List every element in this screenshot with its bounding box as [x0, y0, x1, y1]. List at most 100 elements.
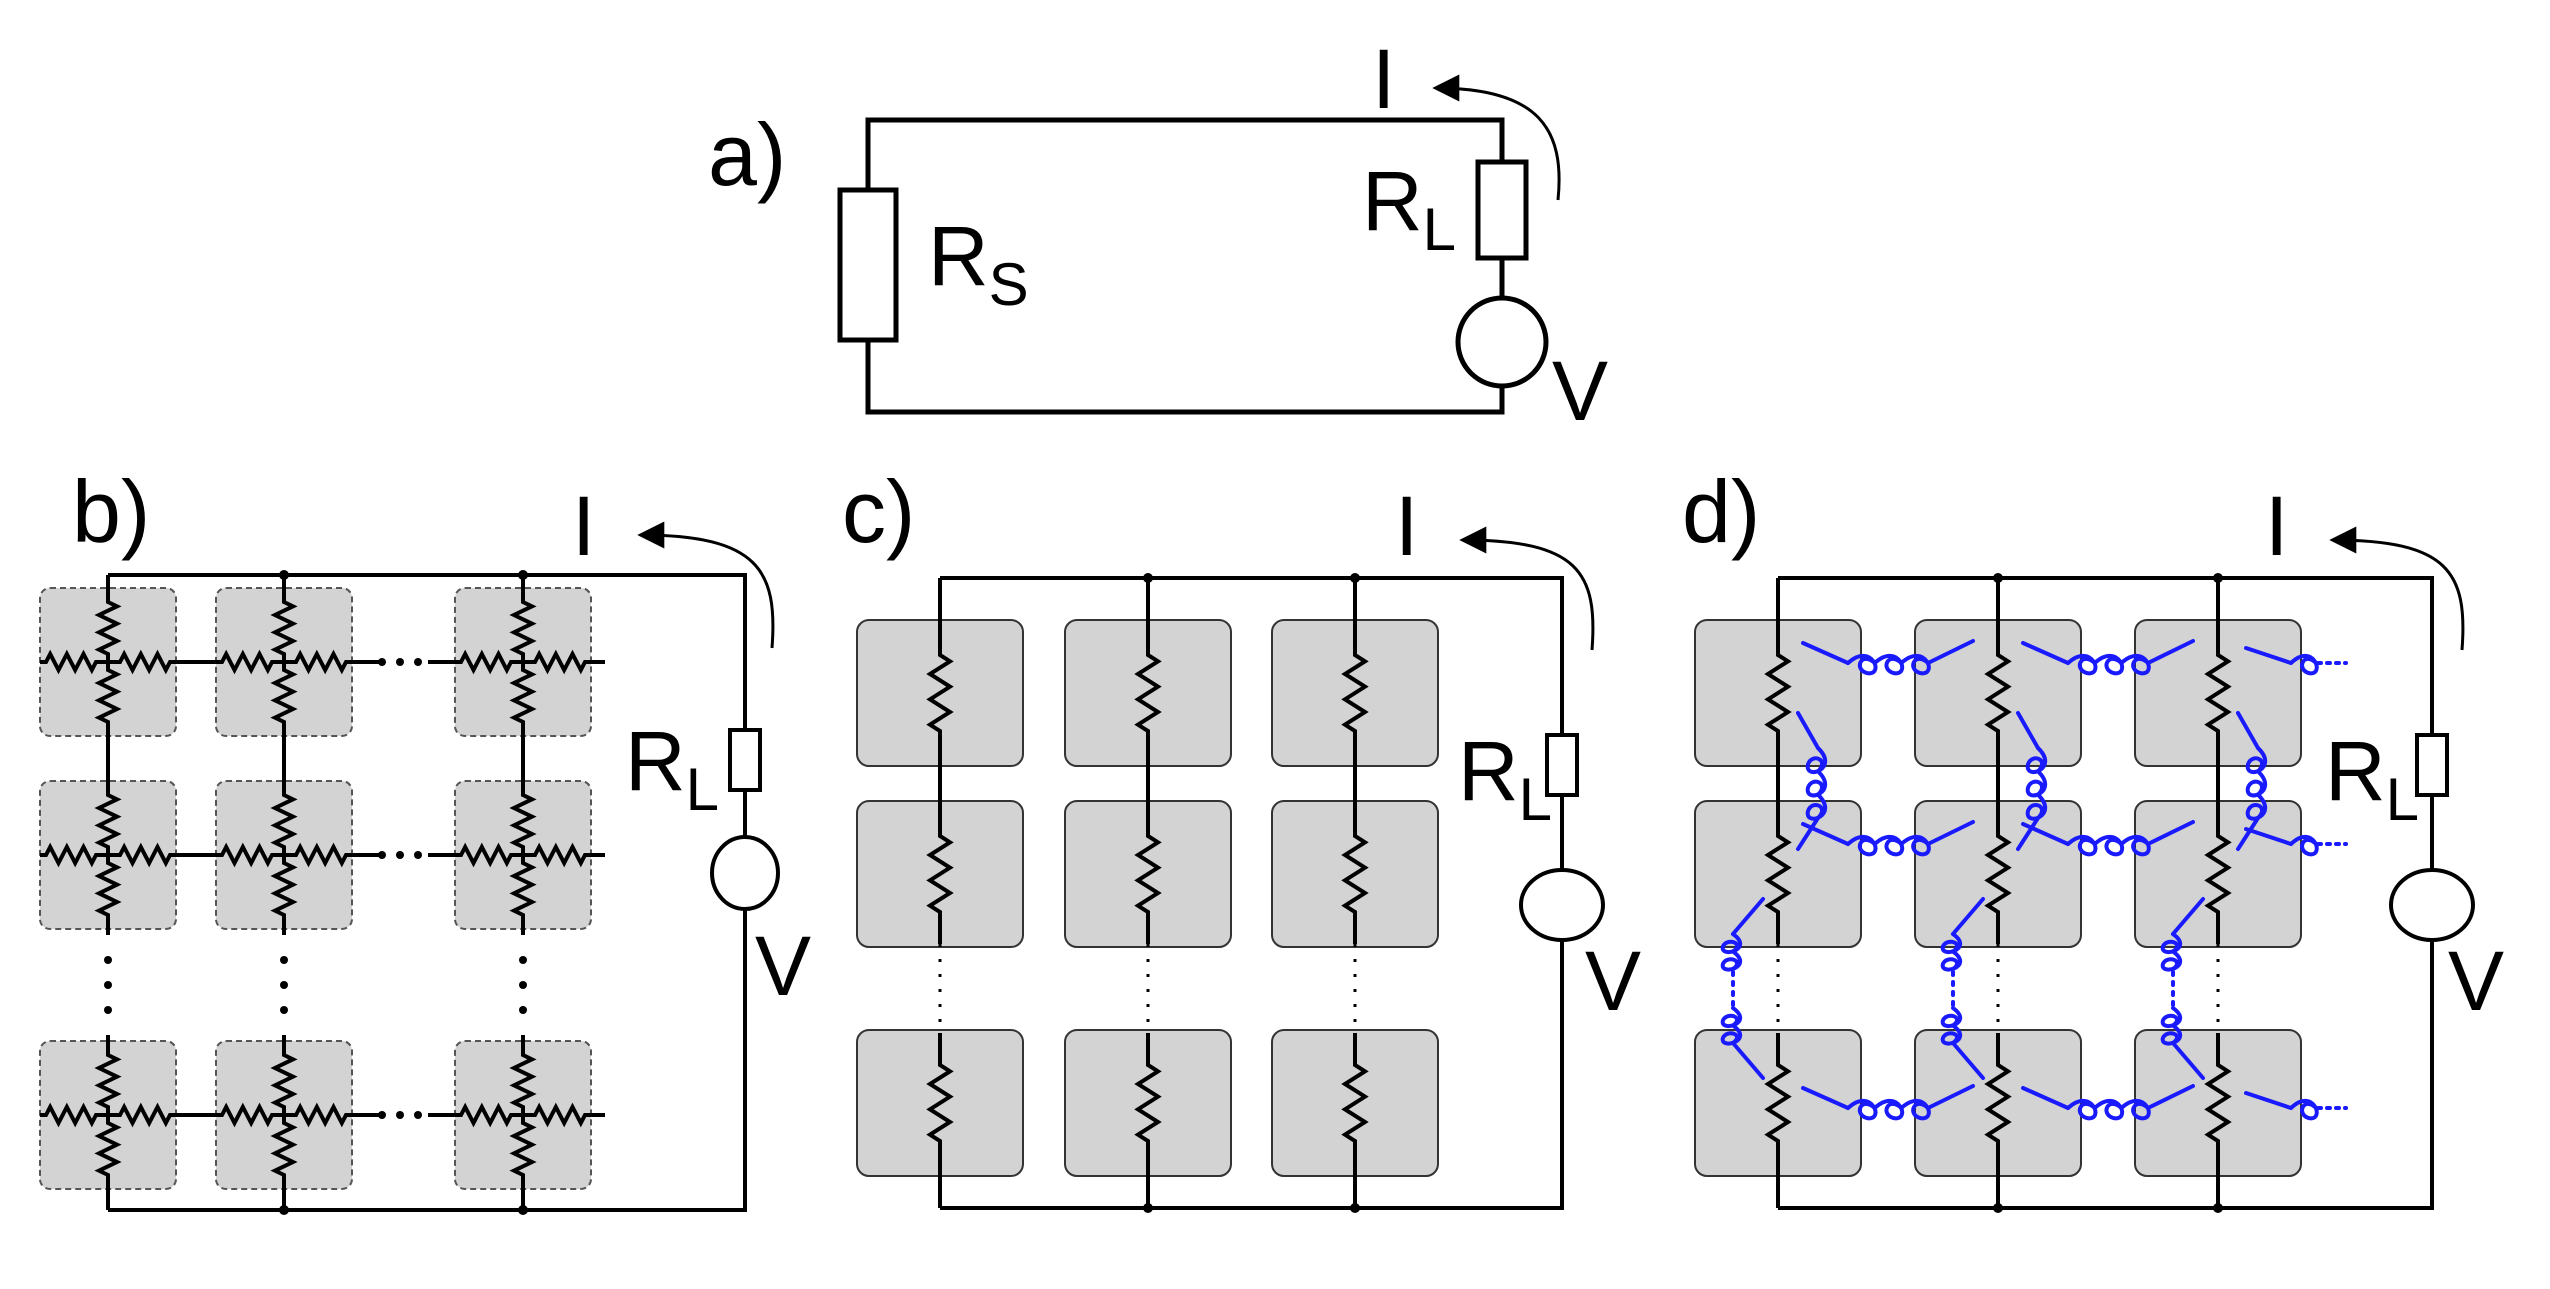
load-symbol: R — [2325, 724, 2386, 818]
voltage-label: V — [1585, 934, 1641, 1028]
panel-a: a) RS RL I V — [708, 32, 1608, 438]
resistor-strings — [926, 573, 1369, 1213]
current-arrow — [637, 521, 775, 649]
resistor-string — [1984, 578, 2012, 1208]
load-resistor — [2415, 733, 2449, 797]
load-subscript: L — [1423, 196, 1456, 263]
inductor-coil — [2160, 932, 2183, 972]
coupling-lead — [1926, 820, 1975, 846]
coupling-lead — [2236, 816, 2260, 851]
inductor-coil — [1846, 653, 1931, 676]
coupling-lead — [2016, 816, 2040, 851]
voltage-source — [1455, 295, 1549, 389]
inductor-coil — [2245, 746, 2268, 821]
coupling-lead — [2016, 711, 2040, 750]
coupling-lead — [2146, 820, 2195, 846]
load-symbol: R — [625, 714, 686, 808]
panel-b: b) RL I V — [39, 462, 811, 1215]
coupling-lead — [1926, 639, 1975, 665]
coupling-lead — [1731, 897, 1765, 936]
voltage-label: V — [2448, 934, 2504, 1028]
inductor-coil — [1940, 932, 1963, 972]
inductor-coil — [2160, 1006, 2183, 1046]
coupling-lead — [1731, 1041, 1765, 1080]
resistor-network — [40, 570, 605, 1215]
inductor-coil — [1940, 1006, 1963, 1046]
ellipsis-dot — [396, 851, 404, 859]
resistor-string — [1764, 578, 1792, 1208]
inductor-coil — [1846, 834, 1931, 857]
inductor-coil — [1846, 1098, 1931, 1121]
horizontal-chain — [40, 649, 605, 675]
ellipsis-dot — [280, 981, 288, 989]
load-symbol: R — [1458, 724, 1519, 818]
inductor-coil — [2066, 834, 2151, 857]
load-resistor — [728, 728, 762, 792]
current-label: I — [2265, 479, 2288, 573]
ellipsis-dot — [519, 1006, 527, 1014]
ellipsis-dot — [104, 981, 112, 989]
coupling-lead — [2236, 711, 2260, 750]
coupling-lead — [2244, 827, 2293, 846]
coupling-lead — [1796, 711, 1820, 750]
source-resistor — [837, 187, 899, 343]
current-arrow — [1459, 526, 1595, 651]
panel-c-external-circuit — [940, 526, 1605, 1210]
horizontal-chain — [40, 1102, 605, 1128]
ellipsis-dot — [396, 658, 404, 666]
voltage-label: V — [1552, 344, 1608, 438]
voltage-label: V — [755, 919, 811, 1013]
svg-text:RL: RL — [1362, 154, 1456, 263]
coupling-lead — [2171, 1041, 2205, 1080]
panel-b-external-circuit — [108, 521, 780, 1212]
ellipsis-dot — [414, 1111, 422, 1119]
ellipsis-dot — [104, 956, 112, 964]
current-arrow — [2329, 526, 2465, 651]
inductive-coupling — [1720, 639, 2348, 1121]
coupling-lead — [2171, 897, 2205, 936]
coupling-lead — [2021, 641, 2070, 665]
coupling-lead — [2146, 639, 2195, 665]
inductor-coil — [1805, 746, 1828, 821]
resistor-string — [1341, 578, 1369, 1208]
ellipsis-dot — [414, 851, 422, 859]
coupling-lead — [1951, 1041, 1985, 1080]
coupling-lead — [1796, 816, 1820, 851]
ellipsis-dot — [280, 956, 288, 964]
resistor-string — [2204, 578, 2232, 1208]
resistor-strings — [1764, 573, 2232, 1213]
svg-text:RL: RL — [625, 714, 719, 823]
inductor-coil — [2289, 834, 2319, 857]
ellipsis-dot — [378, 851, 386, 859]
panel-a-circuit — [837, 74, 1561, 415]
ellipsis-dot — [519, 981, 527, 989]
load-resistor — [1545, 733, 1579, 797]
coupling-lead — [1801, 641, 1850, 665]
ellipsis-dot — [280, 1006, 288, 1014]
inductor-coil — [2066, 1098, 2151, 1121]
load-symbol: R — [1362, 154, 1423, 248]
current-arrow — [1432, 74, 1561, 201]
load-subscript: L — [686, 756, 719, 823]
svg-text:RL: RL — [2325, 724, 2419, 833]
coupling-lead — [2244, 1091, 2293, 1110]
load-subscript: L — [2386, 766, 2419, 833]
coupling-lead — [1951, 897, 1985, 936]
voltage-source — [1519, 868, 1605, 942]
inductor-coil — [2289, 1098, 2319, 1121]
panel-d-label: d) — [1682, 462, 1760, 561]
panel-b-label: b) — [72, 462, 150, 561]
panel-c-label: c) — [842, 462, 915, 561]
svg-text:RS: RS — [928, 209, 1029, 318]
current-label: I — [1395, 479, 1418, 573]
coupling-lead — [2146, 1084, 2195, 1110]
svg-text:RL: RL — [1458, 724, 1552, 833]
cell-grid — [39, 587, 592, 1190]
current-label: I — [572, 479, 595, 573]
panel-d: d) RL I V — [1682, 462, 2504, 1213]
resistor-string — [926, 578, 954, 1208]
horizontal-chain — [40, 842, 605, 868]
load-subscript: L — [1519, 766, 1552, 833]
panel-c: c) RL I V — [842, 462, 1641, 1213]
inductor-coil — [2289, 653, 2319, 676]
